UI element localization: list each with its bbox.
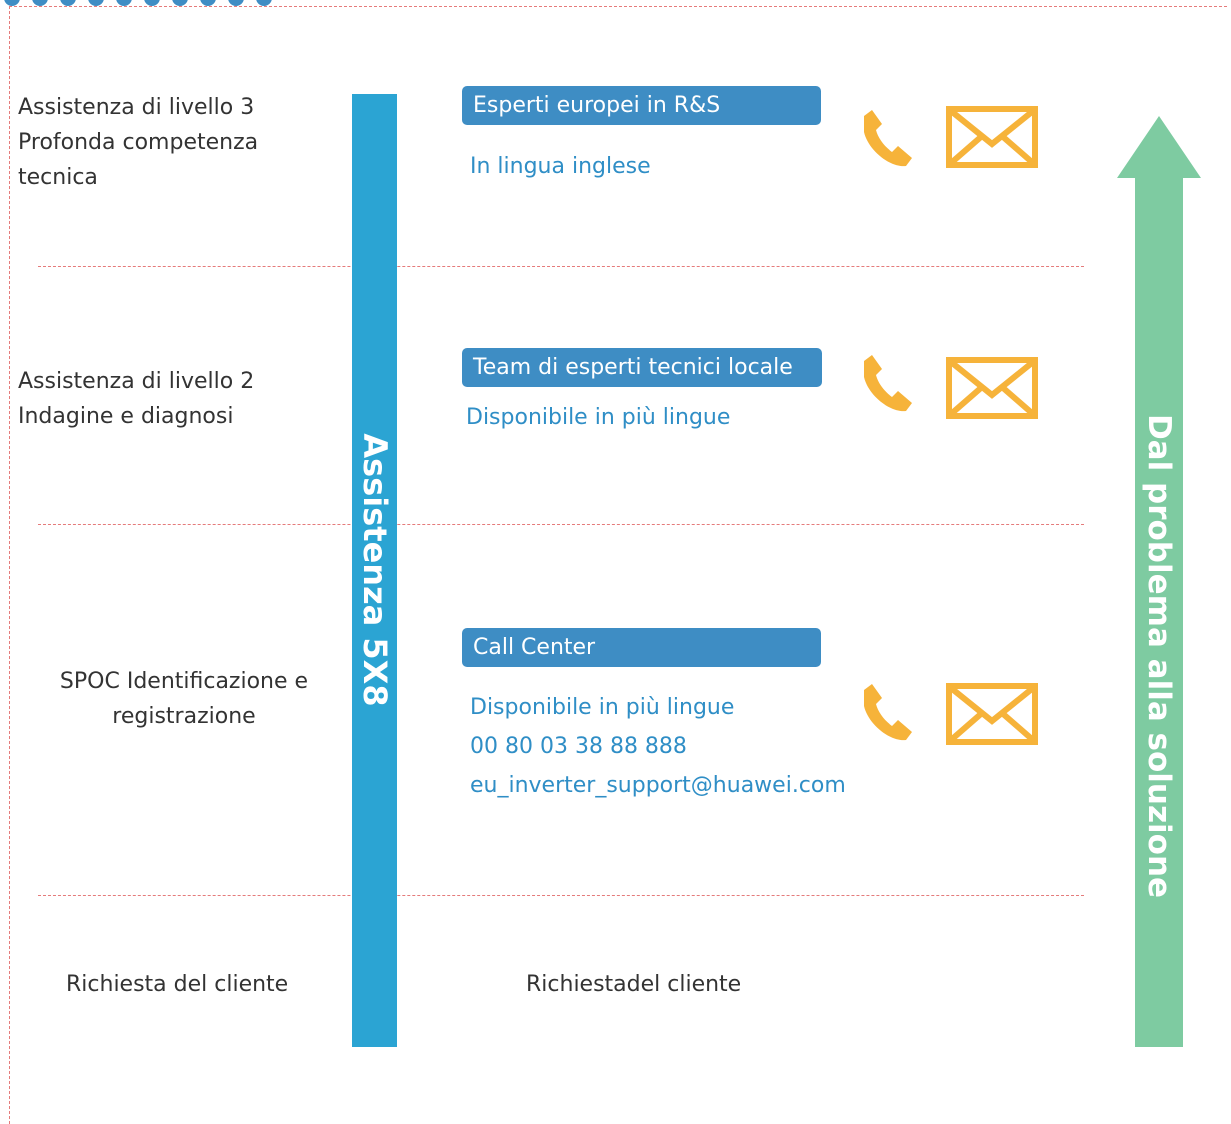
decorative-header-circles: [4, 0, 272, 6]
info-language: Disponibile in più lingue: [470, 695, 735, 720]
level-2-subtitle: Indagine e diagnosi: [18, 404, 234, 429]
level-separator: [38, 895, 1084, 896]
team-info-level-3: In lingua inglese: [470, 147, 651, 186]
team-tag-level-2: Team di esperti tecnici locale: [462, 348, 822, 387]
support-hours-label: Assistenza 5X8: [356, 433, 394, 707]
support-hours-bar: [352, 94, 397, 1047]
info-language: In lingua inglese: [470, 154, 651, 179]
team-info-level-1: Disponibile in più lingue 00 80 03 38 88…: [470, 688, 846, 805]
phone-icon: [864, 110, 912, 167]
phone-icon: [864, 684, 912, 741]
frame-left-border: [9, 6, 10, 1124]
mail-icon: [946, 106, 1038, 168]
team-tag-level-1: Call Center: [462, 628, 821, 667]
mail-icon: [946, 683, 1038, 745]
customer-request-label-left: Richiesta del cliente: [66, 972, 289, 997]
level-2-title: Assistenza di livello 2: [18, 369, 255, 394]
level-3-subtitle-cont: tecnica: [18, 165, 98, 190]
info-phone-number: 00 80 03 38 88 888: [470, 734, 687, 759]
level-2-description: Assistenza di livello 2 Indagine e diagn…: [18, 364, 254, 434]
team-tag-level-3: Esperti europei in R&S: [462, 86, 821, 125]
phone-icon: [864, 355, 912, 412]
level-1-description: SPOC Identificazione e registrazione: [30, 664, 338, 734]
frame-top-border: [9, 6, 1227, 7]
level-1-title: SPOC Identificazione e: [59, 669, 309, 694]
level-3-description: Assistenza di livello 3 Profonda compete…: [18, 90, 258, 195]
level-1-subtitle: registrazione: [112, 704, 256, 729]
customer-request-label-center: Richiestadel cliente: [526, 972, 742, 997]
mail-icon: [946, 357, 1038, 419]
level-separator: [38, 266, 1084, 267]
progress-arrow-label: Dal problema alla soluzione: [1141, 413, 1177, 899]
info-language: Disponibile in più lingue: [466, 405, 731, 430]
team-info-level-2: Disponibile in più lingue: [466, 398, 730, 437]
level-3-title: Assistenza di livello 3: [18, 95, 255, 120]
progress-arrow: [1117, 116, 1201, 1047]
level-separator: [38, 524, 1084, 525]
info-email: eu_inverter_support@huawei.com: [470, 773, 846, 798]
level-3-subtitle: Profonda competenza: [18, 130, 259, 155]
